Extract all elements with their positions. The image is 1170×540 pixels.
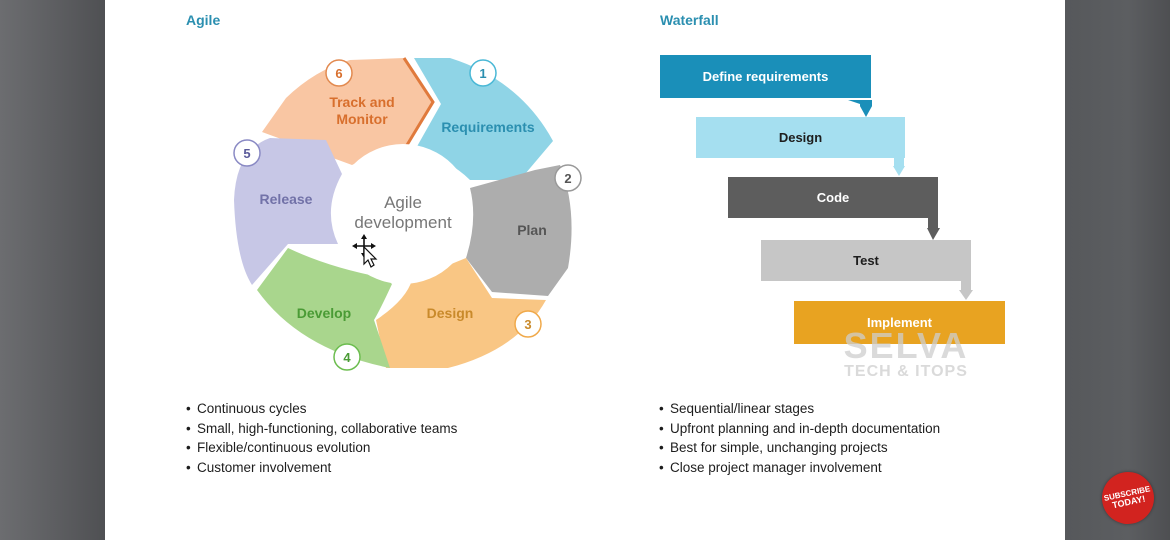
badge-3: 3 [514,310,542,338]
stage-label-plan: Plan [517,222,547,238]
track-arrow-edge [402,57,435,151]
segment-track-and-monitor [262,58,433,165]
svg-text:4: 4 [343,350,351,365]
watermark-line1: SELVA [843,325,969,366]
stage-label-track-line1: Track and [329,94,394,110]
waterfall-arrows [848,100,973,300]
waterfall-stage-implement: Implement [794,301,1005,344]
move-cursor-icon [352,234,378,268]
list-item: Flexible/continuous evolution [186,438,457,458]
segment-plan [466,165,572,296]
waterfall-stage-define-requirements: Define requirements [660,55,871,98]
stage-label-design: Design [427,305,474,321]
segment-design [376,258,546,368]
list-item: Sequential/linear stages [659,399,940,419]
badge-5: 5 [233,139,261,167]
list-item: Small, high-functioning, collaborative t… [186,419,457,439]
center-label-line1: Agile [384,193,422,212]
waterfall-stage-design: Design [696,117,905,158]
video-right-margin [1065,0,1170,540]
svg-text:6: 6 [335,66,342,81]
list-item: Close project manager involvement [659,458,940,478]
agile-bullets: Continuous cycles Small, high-functionin… [186,399,457,477]
list-item: Best for simple, unchanging projects [659,438,940,458]
center-label-line2: development [354,213,452,232]
segment-requirements [414,58,553,180]
badge-4: 4 [333,343,361,371]
channel-watermark: SELVA TECH & ITOPS [836,328,976,380]
badge-1: 1 [469,59,497,87]
segment-develop [257,248,392,368]
list-item: Upfront planning and in-depth documentat… [659,419,940,439]
stage-label-develop: Develop [297,305,351,321]
svg-text:1: 1 [479,66,486,81]
svg-text:3: 3 [524,317,531,332]
stage-label-requirements: Requirements [441,119,535,135]
list-item: Continuous cycles [186,399,457,419]
waterfall-stage-test: Test [761,240,971,281]
waterfall-heading: Waterfall [660,12,719,28]
waterfall-stage-code: Code [728,177,938,218]
center-circle [333,144,473,284]
stage-label-release: Release [260,191,313,207]
badge-6: 6 [325,59,353,87]
agile-heading: Agile [186,12,221,28]
stage-label-track-line2: Monitor [336,111,388,127]
waterfall-bullets: Sequential/linear stages Upfront plannin… [659,399,940,477]
badge-2: 2 [554,164,582,192]
svg-text:5: 5 [243,146,250,161]
segment-release [234,138,342,285]
list-item: Customer involvement [186,458,457,478]
watermark-line2: TECH & ITOPS [844,363,968,380]
svg-text:2: 2 [564,171,571,186]
video-left-margin [0,0,105,540]
